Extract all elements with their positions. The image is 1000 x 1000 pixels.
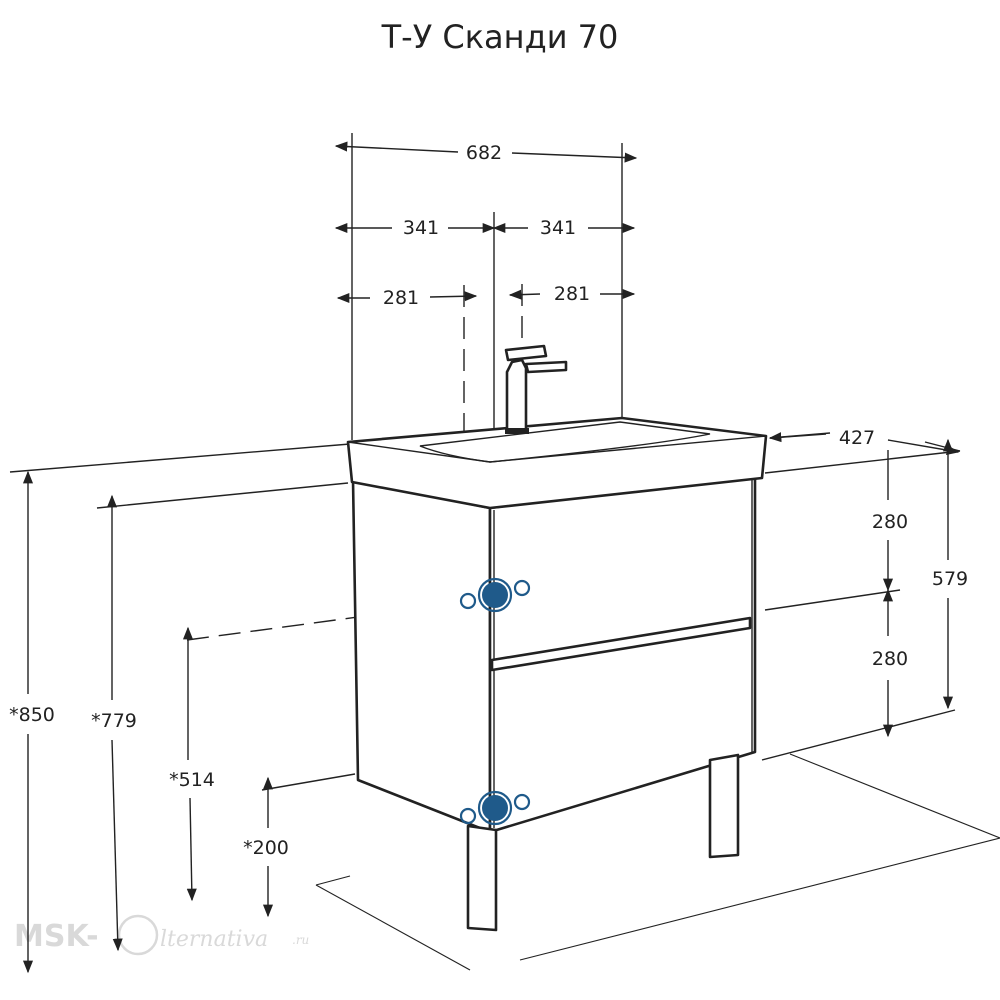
product-title: Т-У Сканди 70 <box>381 18 619 56</box>
cabinet <box>351 471 757 932</box>
dim-total-height: *850 <box>9 704 55 726</box>
floor-outline <box>315 753 1000 971</box>
dim-drawer-top: 280 <box>872 511 908 533</box>
sink <box>346 416 768 510</box>
lower-drain-icon <box>482 795 508 821</box>
drawer-divider <box>490 616 752 672</box>
dim-drain-height: *514 <box>169 769 215 791</box>
watermark-suffix: .ru <box>292 933 309 947</box>
watermark: MSK- lternativa .ru <box>14 914 309 956</box>
pipe-connections <box>459 577 531 826</box>
left-height-dimensions <box>22 470 274 974</box>
dim-half-left: 341 <box>403 217 439 239</box>
drain-pipe-icon <box>482 582 508 608</box>
cabinet-side <box>351 478 492 834</box>
watermark-left: MSK- <box>14 919 99 954</box>
right-height-dimensions <box>882 438 954 738</box>
water-pipe-right-icon <box>513 579 531 597</box>
dim-depth: 427 <box>839 427 875 449</box>
width-dimensions <box>334 141 638 304</box>
dim-cabinet-height: 579 <box>932 568 968 590</box>
leg-front-right <box>708 753 740 859</box>
lower-pipe-right-icon <box>513 793 531 811</box>
watermark-right: lternativa <box>160 927 268 952</box>
dim-water-height: *200 <box>243 837 289 859</box>
leg-front-left <box>466 824 498 932</box>
dim-total-width: 682 <box>466 142 502 164</box>
watermark-logo-icon <box>117 914 159 956</box>
sink-body <box>346 416 768 510</box>
water-pipe-left-icon <box>459 592 477 610</box>
dim-pipe-right: 281 <box>554 283 590 305</box>
dim-top-height: *779 <box>91 710 137 732</box>
lower-pipe-left-icon <box>459 807 477 825</box>
faucet-icon <box>504 344 568 434</box>
dim-pipe-left: 281 <box>383 287 419 309</box>
dim-drawer-bottom: 280 <box>872 648 908 670</box>
dim-half-right: 341 <box>540 217 576 239</box>
